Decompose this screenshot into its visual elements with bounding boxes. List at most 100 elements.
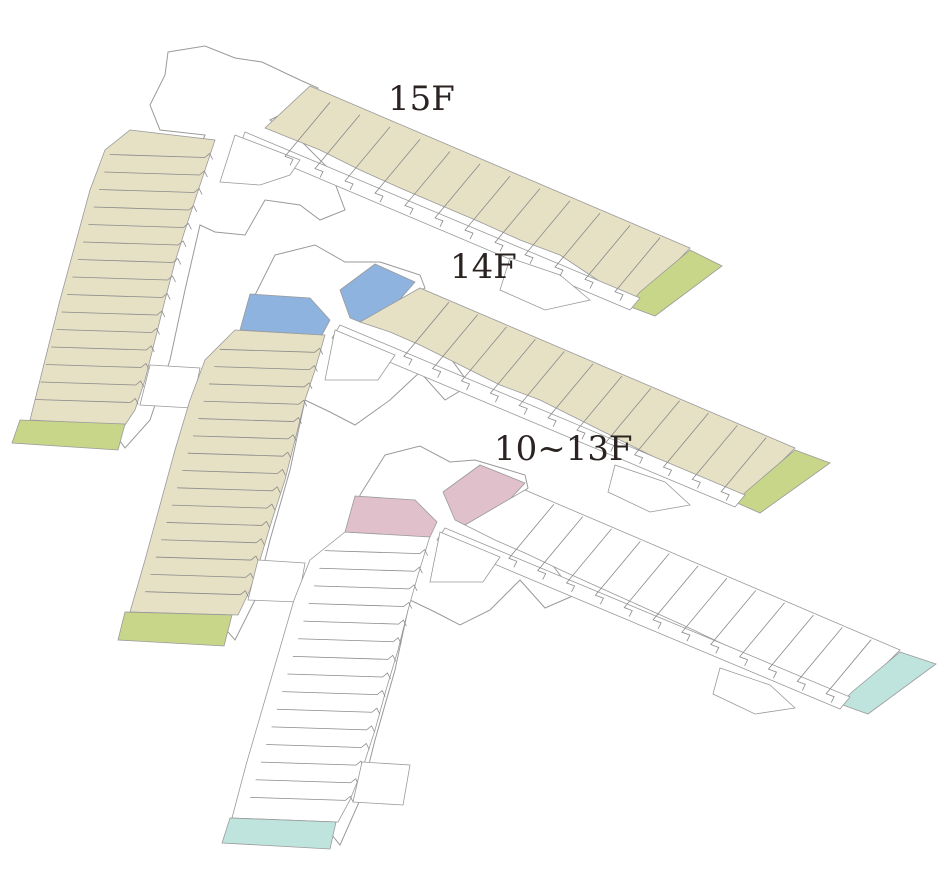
- unit-divider: [547, 363, 594, 428]
- unit-divider: [171, 503, 276, 511]
- unit-divider: [623, 553, 670, 617]
- unit-divider: [344, 126, 391, 191]
- unit-divider: [576, 375, 623, 440]
- unit-divider: [710, 590, 757, 654]
- unit-divider: [209, 382, 313, 390]
- floor-10-13f-left-corner-unit: [221, 817, 337, 850]
- unit-divider: [193, 434, 297, 442]
- floor-label-15f: 15F: [388, 79, 455, 119]
- unit-divider: [796, 627, 843, 691]
- unit-divider: [214, 365, 318, 372]
- floor-14f-right-corner-unit: [734, 449, 831, 514]
- floor-10-13f-stair: [712, 667, 796, 715]
- floor-15f-left-corner-unit: [11, 419, 126, 451]
- unit-divider: [161, 538, 265, 545]
- unit-divider: [494, 188, 541, 252]
- unit-divider: [177, 486, 281, 493]
- unit-divider: [720, 437, 767, 501]
- floor-15f-right-corner-unit: [627, 249, 723, 317]
- unit-divider: [314, 114, 361, 178]
- unit-divider: [104, 170, 208, 178]
- unit-divider: [276, 707, 381, 715]
- floor-15f-right-dividers: [284, 102, 661, 301]
- unit-divider: [203, 399, 308, 407]
- floor-15f-left-dividers: [35, 152, 214, 405]
- floor-15f-core: [219, 134, 301, 186]
- unit-divider: [303, 619, 407, 627]
- unit-divider: [198, 416, 302, 424]
- unit-divider: [403, 302, 450, 366]
- unit-divider: [594, 540, 641, 605]
- floor-label-14f: 14F: [450, 247, 517, 287]
- unit-divider: [150, 572, 254, 580]
- unit-divider: [324, 549, 429, 556]
- unit-divider: [652, 565, 699, 630]
- unit-divider: [182, 468, 286, 476]
- unit-divider: [537, 516, 583, 580]
- unit-divider: [109, 152, 214, 160]
- floor-15f-left-units: [29, 129, 216, 426]
- floor-14f-left-corner-unit: [117, 611, 233, 647]
- unit-divider: [145, 590, 249, 597]
- unit-divider: [88, 222, 192, 230]
- unit-divider: [432, 314, 478, 378]
- floor-15f-stair: [499, 257, 591, 311]
- floor-14f-core: [324, 329, 396, 381]
- floor-14f-left-dividers: [145, 347, 324, 597]
- unit-divider: [45, 362, 150, 370]
- unit-divider: [287, 672, 391, 680]
- unit-divider: [691, 425, 738, 489]
- unit-divider: [738, 602, 785, 666]
- unit-divider: [187, 451, 292, 459]
- floor-14f-right-dividers: [403, 302, 767, 501]
- unit-divider: [554, 212, 601, 277]
- unit-divider: [56, 327, 160, 335]
- unit-divider: [51, 345, 155, 353]
- floor-14f-stair: [607, 464, 691, 513]
- floor-10-13f-left-dividers: [250, 549, 429, 803]
- unit-divider: [61, 310, 166, 318]
- unit-divider: [282, 690, 386, 697]
- unit-divider: [72, 275, 176, 283]
- unit-divider: [166, 520, 270, 528]
- unit-divider: [284, 102, 331, 166]
- unit-divider: [292, 654, 397, 662]
- floor-plan-10-13f: [221, 445, 937, 850]
- unit-divider: [565, 528, 612, 593]
- floor-14f-right-units: [359, 287, 796, 499]
- unit-divider: [681, 577, 728, 642]
- floor-14f-special-unit-left: [239, 293, 331, 336]
- unit-divider: [93, 205, 198, 213]
- unit-divider: [518, 351, 565, 415]
- floor-14f-left-units: [129, 329, 326, 616]
- unit-divider: [99, 187, 203, 195]
- unit-divider: [319, 566, 423, 574]
- unit-divider: [314, 584, 418, 592]
- unit-divider: [460, 326, 507, 391]
- unit-divider: [524, 200, 571, 264]
- floor-10-13f-core: [429, 531, 501, 583]
- unit-divider: [40, 380, 144, 388]
- unit-divider: [35, 397, 139, 405]
- unit-divider: [67, 292, 171, 300]
- unit-divider: [633, 400, 680, 464]
- floor-label-10-13f: 10~13F: [494, 429, 633, 469]
- unit-divider: [464, 175, 511, 240]
- floor-plan-15f: [11, 45, 723, 451]
- floor-plan-14f: [117, 244, 831, 647]
- unit-divider: [271, 725, 375, 733]
- floor-10-13f-right-dividers: [508, 504, 872, 703]
- unit-divider: [508, 504, 555, 568]
- unit-divider: [155, 555, 260, 563]
- unit-divider: [605, 388, 652, 452]
- unit-divider: [266, 742, 370, 750]
- unit-divider: [584, 225, 631, 289]
- unit-divider: [219, 347, 324, 355]
- unit-divider: [83, 240, 187, 248]
- unit-divider: [825, 639, 872, 703]
- unit-divider: [489, 338, 536, 403]
- floor-10-13f-right-corner-unit: [839, 651, 937, 715]
- floor-10-13f-left-units: [231, 531, 431, 823]
